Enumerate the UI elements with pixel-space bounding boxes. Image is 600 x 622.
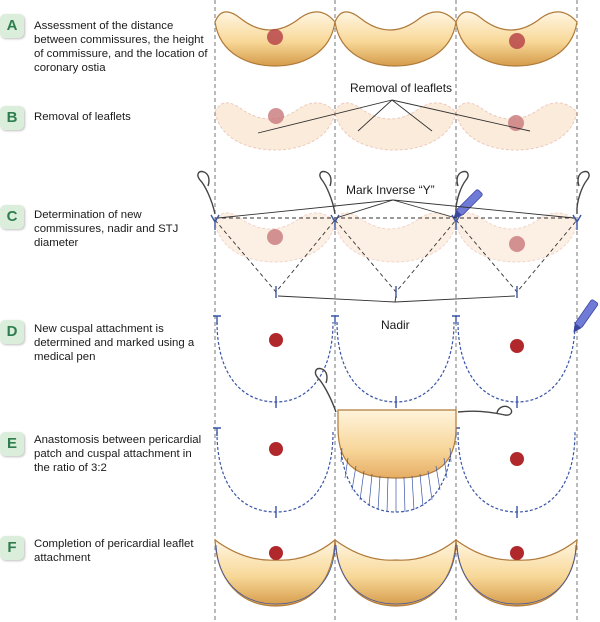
removed-leaflet — [214, 102, 336, 151]
pericardial-patch — [337, 409, 457, 513]
step-b-badge: B — [0, 106, 24, 130]
pointer-line — [357, 99, 393, 132]
coronary-ostium — [267, 29, 283, 45]
removal-pointer-lines — [257, 99, 531, 134]
pericardial-leaflet — [214, 538, 336, 607]
step-d-badge: D — [0, 320, 24, 344]
coronary-ostium — [267, 229, 283, 245]
coronary-ostium — [509, 236, 525, 252]
step-c-text: Determination of new commissures, nadir … — [34, 209, 179, 249]
pointer-line — [277, 295, 396, 303]
suture-needle — [457, 405, 513, 416]
coronary-ostium — [510, 546, 524, 560]
nadir-annotation: Nadir — [381, 318, 410, 332]
removal-annotation: Removal of leaflets — [350, 81, 452, 95]
step-d-text: New cuspal attachment is determined and … — [34, 323, 195, 363]
traction-sutures — [314, 367, 513, 416]
cuspal-attachment-line — [457, 431, 576, 513]
pointer-line — [257, 99, 393, 134]
inverse-y-pointer-lines — [217, 199, 575, 219]
medical-pen-icon — [573, 299, 599, 333]
row-f-valve — [214, 538, 578, 607]
pointer-line — [217, 199, 394, 219]
step-f-text: Completion of pericardial leaflet attach… — [34, 538, 194, 564]
cuspal-attachment-line — [336, 321, 455, 403]
pointer-line — [391, 99, 531, 132]
pointer-line — [392, 199, 457, 219]
row-a-valve — [214, 11, 578, 67]
pointer-line — [391, 99, 433, 132]
medical-pen-icon — [453, 189, 483, 219]
removed-leaflet — [334, 212, 457, 263]
commissure-mark — [210, 214, 220, 230]
commissure-mark — [331, 315, 339, 324]
row-d-attachment-lines — [216, 321, 576, 403]
suture-needle — [314, 367, 337, 413]
pointer-line — [335, 199, 394, 219]
suture-needle — [319, 170, 336, 215]
pointer-line — [392, 199, 575, 219]
pointer-line — [394, 295, 397, 303]
coronary-ostium — [509, 33, 525, 49]
step-c-badge: C — [0, 205, 24, 229]
traction-sutures — [197, 170, 590, 215]
suture-fan — [340, 447, 452, 513]
suture-needle — [576, 170, 590, 215]
nadir-pointer-lines — [277, 295, 516, 303]
suture-needle — [197, 170, 216, 215]
coronary-ostium — [269, 442, 283, 456]
suture-needle — [455, 170, 469, 215]
commissure-mark — [213, 315, 221, 324]
coronary-ostium — [269, 546, 283, 560]
inverse-y-marks — [210, 214, 582, 298]
step-a-badge: A — [0, 14, 24, 38]
coronary-ostium — [268, 108, 284, 124]
step-e-text: Anastomosis between pericardial patch an… — [34, 434, 202, 474]
commissure-mark — [452, 315, 460, 324]
cuspal-attachment-line — [457, 321, 576, 403]
commissure-mark — [572, 214, 582, 230]
step-e-badge: E — [0, 432, 24, 456]
coronary-ostium — [510, 452, 524, 466]
coronary-ostium — [508, 115, 524, 131]
coronary-ostium — [510, 339, 524, 353]
pointer-line — [394, 295, 516, 303]
completed-suture-line — [215, 544, 577, 605]
step-a-text: Assessment of the distance between commi… — [34, 20, 208, 74]
guide-lines — [214, 0, 578, 622]
native-leaflet — [334, 11, 457, 67]
row-d-marks — [213, 315, 518, 408]
step-f-badge: F — [0, 536, 24, 560]
pericardial-leaflet — [334, 538, 457, 607]
step-b-text: Removal of leaflets — [34, 111, 131, 123]
commissure-mark — [213, 427, 221, 436]
inverse-y-annotation: Mark Inverse “Y” — [346, 183, 435, 197]
coronary-ostium — [269, 333, 283, 347]
